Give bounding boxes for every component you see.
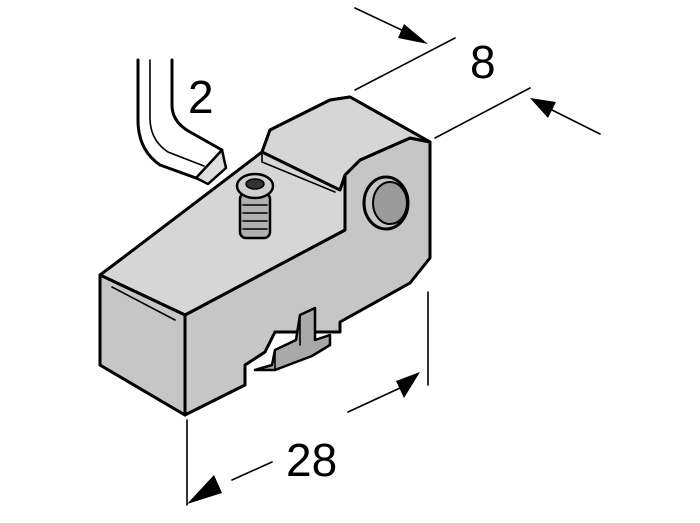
length-dimension [186, 291, 429, 506]
mounting-hole [362, 175, 410, 231]
width-dimension [354, 7, 601, 139]
hex-key-label: 2 [188, 71, 214, 123]
hex-key-icon [136, 58, 228, 186]
dovetail-slot [253, 306, 332, 372]
width-label: 8 [470, 36, 496, 88]
set-screw-icon [235, 172, 275, 240]
length-label: 28 [286, 434, 337, 486]
